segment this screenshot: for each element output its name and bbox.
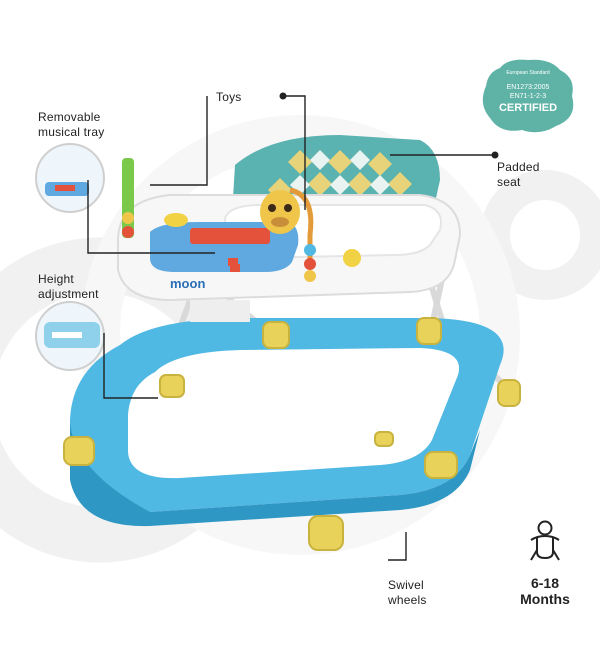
bead-arch — [289, 187, 314, 262]
label-removable-musical-tray: Removable musical tray — [38, 110, 105, 139]
tray-toy-star — [343, 249, 361, 267]
baby-icon — [530, 520, 560, 561]
callout-dots — [279, 92, 499, 159]
badge-line4: CERTIFIED — [498, 102, 558, 114]
tray-underside — [190, 300, 250, 322]
badge-shape — [482, 59, 574, 133]
tray-button — [230, 264, 240, 272]
piano-keys — [190, 228, 270, 244]
label-height-adjustment: Height adjustment — [38, 272, 99, 301]
label-toys: Toys — [216, 90, 242, 104]
walker-base-shadow — [70, 420, 480, 527]
tray-detail-inset — [35, 143, 105, 213]
age-unit: Months — [520, 591, 570, 607]
label-swivel-wheels: Swivel wheels — [388, 578, 427, 607]
badge-line2: EN1273:2005 — [506, 84, 550, 91]
giraffe-toy — [260, 190, 300, 234]
brand-logo: moon — [170, 276, 206, 291]
age-range: 6-18 — [530, 575, 560, 591]
certification-badge: European Standard EN1273:2005 EN71-1-2-3… — [478, 58, 578, 134]
badge-line3: EN71-1-2-3 — [509, 93, 547, 100]
label-padded-seat: Padded seat — [497, 160, 540, 189]
age-indicator: 6-18 Months — [505, 520, 585, 607]
badge-line1: European Standard — [506, 70, 550, 76]
walker-wheels — [63, 317, 521, 551]
callout-lines — [87, 95, 495, 561]
